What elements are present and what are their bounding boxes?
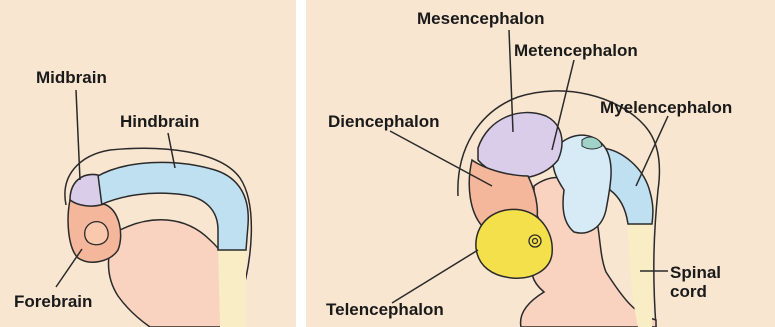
label-spinal-cord: Spinal cord	[670, 263, 721, 301]
label-mesencephalon: Mesencephalon	[417, 9, 545, 28]
right-panel: Mesencephalon Metencephalon Myelencephal…	[306, 0, 775, 327]
label-forebrain: Forebrain	[14, 292, 92, 311]
left-spinal-region	[218, 248, 246, 327]
mesencephalon-region	[478, 113, 562, 178]
label-metencephalon: Metencephalon	[514, 41, 638, 60]
label-hindbrain: Hindbrain	[120, 112, 199, 131]
label-diencephalon: Diencephalon	[328, 112, 439, 131]
label-myelencephalon: Myelencephalon	[600, 98, 732, 117]
optic-vesicle	[85, 222, 109, 245]
left-panel: Midbrain Hindbrain Forebrain	[0, 0, 296, 327]
forebrain-leader	[56, 249, 82, 287]
telencephalon-leader	[392, 250, 478, 303]
myelencephalon-leader	[636, 116, 668, 186]
teal-patch	[582, 137, 602, 149]
diencephalon-leader	[390, 131, 492, 186]
label-midbrain: Midbrain	[36, 68, 107, 87]
label-telencephalon: Telencephalon	[326, 300, 444, 319]
early-embryo-brain-diagram	[0, 0, 296, 327]
